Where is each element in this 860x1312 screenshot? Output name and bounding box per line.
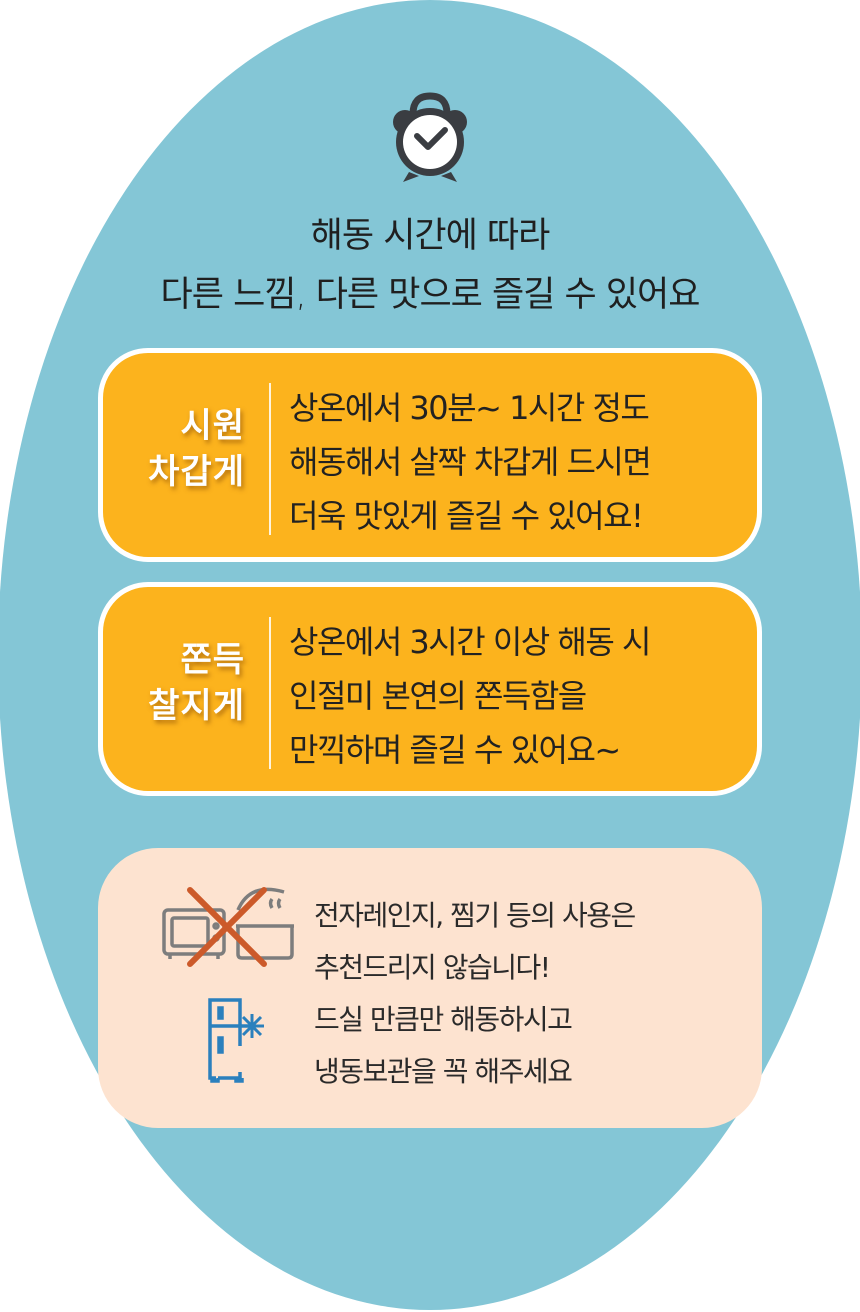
divider (269, 617, 271, 769)
chewy-thaw-card: 쫀득 찰지게 상온에서 3시간 이상 해동 시 인절미 본연의 쫀득함을 만끽하… (98, 582, 762, 796)
divider (269, 383, 271, 535)
tag-line-2: 차갑게 (148, 452, 245, 492)
tag-line-1: 쫀득 (180, 640, 245, 680)
card-line: 인절미 본연의 쫀득함을 (289, 677, 587, 715)
notice-line: 추천드리지 않습니다! (314, 951, 551, 984)
card-line: 상온에서 3시간 이상 해동 시 (289, 623, 651, 661)
card-line: 상온에서 30분~ 1시간 정도 (289, 389, 650, 427)
forbidden-cross-icon (187, 887, 267, 967)
notice-line: 드실 만큼만 해동하시고 (314, 1003, 573, 1036)
card-tag: 시원 차갑게 (148, 403, 245, 495)
card-tag: 쫀득 찰지게 (148, 637, 245, 729)
card-line: 더욱 맛있게 즐길 수 있어요! (289, 497, 644, 535)
card-line: 해동해서 살짝 차갑게 드시면 (289, 443, 652, 481)
headline-line-1: 해동 시간에 따라 (310, 216, 551, 256)
notice-line: 냉동보관을 꼭 해주세요 (314, 1055, 573, 1088)
cool-thaw-card: 시원 차갑게 상온에서 30분~ 1시간 정도 해동해서 살짝 차갑게 드시면 … (98, 348, 762, 562)
notice-icons (162, 887, 294, 1083)
tag-line-1: 시원 (180, 406, 245, 446)
fridge-freeze-icon (208, 998, 264, 1083)
headline-line-2: 다른 느낌, 다른 맛으로 즐길 수 있어요 (160, 275, 701, 315)
storage-notice: 전자레인지, 찜기 등의 사용은 추천드리지 않습니다! 드실 만큼만 해동하시… (98, 848, 762, 1128)
alarm-clock-icon (393, 92, 467, 182)
notice-text: 전자레인지, 찜기 등의 사용은 추천드리지 않습니다! 드실 만큼만 해동하시… (314, 890, 636, 1098)
tag-line-2: 찰지게 (148, 686, 245, 726)
card-line: 만끽하며 즐길 수 있어요~ (289, 731, 621, 769)
card-body: 상온에서 30분~ 1시간 정도 해동해서 살짝 차갑게 드시면 더욱 맛있게 … (289, 381, 652, 543)
notice-line: 전자레인지, 찜기 등의 사용은 (314, 899, 636, 932)
card-body: 상온에서 3시간 이상 해동 시 인절미 본연의 쫀득함을 만끽하며 즐길 수 … (289, 615, 651, 777)
